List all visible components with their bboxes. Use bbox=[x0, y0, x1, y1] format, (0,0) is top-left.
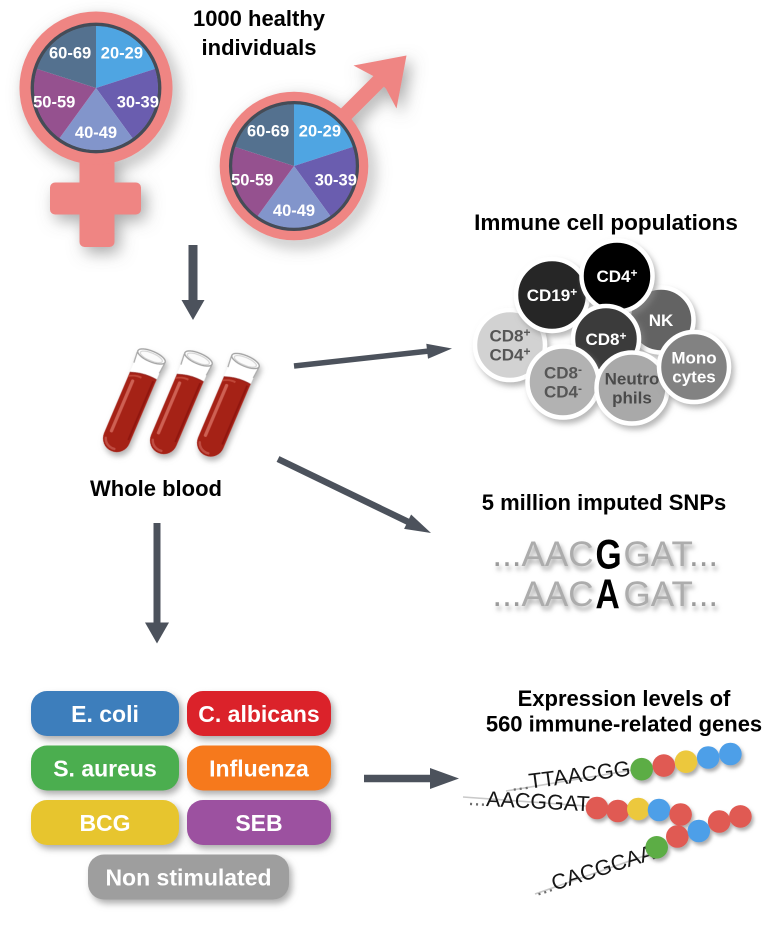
svg-text:S. aureus: S. aureus bbox=[53, 755, 157, 781]
svg-text:G: G bbox=[596, 532, 622, 578]
svg-text:40-49: 40-49 bbox=[273, 202, 315, 220]
svg-text:individuals: individuals bbox=[202, 35, 317, 60]
svg-text:SEB: SEB bbox=[235, 810, 282, 836]
svg-text:20-29: 20-29 bbox=[101, 44, 143, 62]
svg-text:GAT...: GAT... bbox=[624, 575, 719, 614]
svg-text:40-49: 40-49 bbox=[75, 124, 117, 142]
svg-text:Immune cell populations: Immune cell populations bbox=[474, 210, 738, 235]
svg-text:A: A bbox=[596, 572, 620, 618]
svg-text:20-29: 20-29 bbox=[299, 122, 341, 140]
svg-text:CD8+: CD8+ bbox=[489, 326, 530, 346]
svg-text:50-59: 50-59 bbox=[33, 94, 75, 112]
svg-text:5 million imputed SNPs: 5 million imputed SNPs bbox=[482, 490, 726, 515]
svg-text:BCG: BCG bbox=[79, 810, 130, 836]
svg-text:NK: NK bbox=[649, 311, 674, 330]
svg-text:cytes: cytes bbox=[672, 368, 715, 387]
svg-text:CD4-: CD4- bbox=[544, 382, 582, 402]
svg-text:60-69: 60-69 bbox=[247, 122, 289, 140]
svg-text:60-69: 60-69 bbox=[49, 44, 91, 62]
svg-text:CD4+: CD4+ bbox=[596, 266, 637, 286]
svg-text:560 immune-related genes: 560 immune-related genes bbox=[486, 712, 762, 737]
svg-text:Expression levels of: Expression levels of bbox=[518, 686, 731, 711]
svg-text:30-39: 30-39 bbox=[117, 94, 159, 112]
svg-text:30-39: 30-39 bbox=[315, 172, 357, 190]
svg-text:...AAC: ...AAC bbox=[492, 575, 593, 614]
svg-text:phils: phils bbox=[612, 389, 652, 408]
svg-text:Whole blood: Whole blood bbox=[90, 476, 222, 501]
svg-text:50-59: 50-59 bbox=[231, 172, 273, 190]
svg-text:...AAC: ...AAC bbox=[492, 535, 593, 574]
svg-text:CD4+: CD4+ bbox=[489, 345, 530, 365]
svg-text:CD19+: CD19+ bbox=[527, 285, 577, 305]
svg-text:CD8+: CD8+ bbox=[585, 329, 626, 349]
svg-text:1000 healthy: 1000 healthy bbox=[193, 6, 326, 31]
svg-text:CD8-: CD8- bbox=[544, 363, 582, 383]
svg-text:GAT...: GAT... bbox=[624, 535, 719, 574]
svg-text:Influenza: Influenza bbox=[209, 755, 309, 781]
svg-text:Neutro: Neutro bbox=[605, 370, 660, 389]
svg-text:E. coli: E. coli bbox=[71, 701, 139, 727]
svg-text:C. albicans: C. albicans bbox=[198, 701, 319, 727]
svg-text:Non stimulated: Non stimulated bbox=[105, 864, 271, 890]
svg-text:Mono: Mono bbox=[671, 349, 716, 368]
